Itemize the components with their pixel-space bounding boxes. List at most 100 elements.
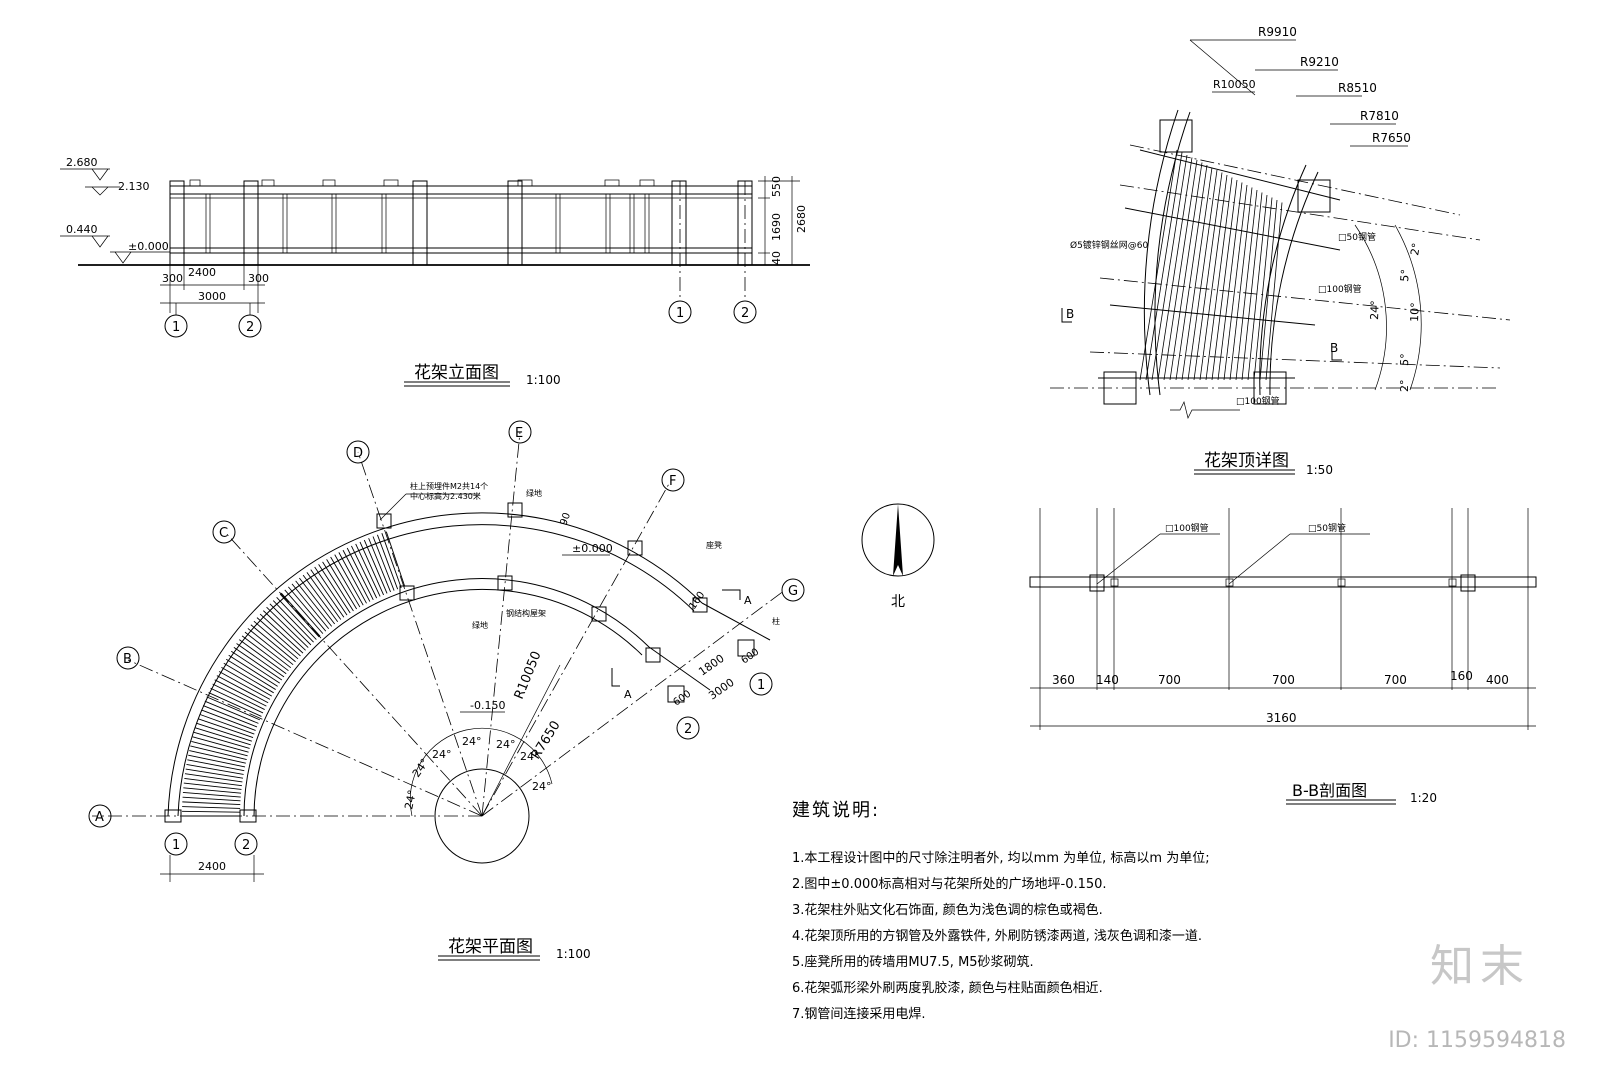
top-detail-tube100-label-a: □100钢管	[1318, 283, 1362, 295]
plan-angle-1: 24°	[402, 789, 419, 811]
plan-section-mark-2: A	[624, 688, 632, 701]
plan-dim-3000: 3000	[706, 676, 736, 703]
plan-section-mark-1: A	[744, 594, 752, 607]
top-detail-wire-label: Ø5镀锌钢丝网@60	[1070, 239, 1149, 251]
plan-label-roof: 钢结构屋架	[506, 608, 546, 618]
elevation-title: 花架立面图	[414, 363, 499, 383]
plan-embed-note-2: 中心标高为2.430米	[410, 491, 481, 501]
top-detail-tube100-label-b: □100钢管	[1236, 395, 1280, 407]
plan-angle-6: 24°	[520, 750, 540, 763]
plan-axis-E: E	[515, 426, 523, 441]
elevation-level-1: 2.680	[66, 156, 98, 169]
plan-view	[88, 420, 935, 961]
top-detail-radius-9210: R9210	[1300, 55, 1339, 69]
top-detail-radius-7810: R7810	[1360, 109, 1399, 123]
section-bb-dim-400: 400	[1486, 673, 1509, 687]
plan-angle-4: 24°	[462, 735, 482, 748]
notes-item: 1.本工程设计图中的尺寸除注明者外, 均以mm 为单位, 标高以m 为单位;	[792, 851, 1210, 866]
plan-label-bench: 座凳	[706, 540, 722, 550]
plan-axis-1: 1	[172, 838, 180, 853]
elevation-scale: 1:100	[526, 373, 561, 387]
notes-item: 7.钢管间连接采用电焊.	[792, 1007, 926, 1022]
plan-north-label: 北	[891, 594, 905, 610]
plan-axis-2b: 2	[684, 722, 692, 737]
watermark-logo: 知末	[1430, 941, 1530, 992]
top-detail-radius-8510: R8510	[1338, 81, 1377, 95]
top-detail-title: 花架顶详图	[1204, 451, 1289, 471]
section-bb-dim-140: 140	[1096, 673, 1119, 687]
elevation-level-3: 0.440	[66, 223, 98, 236]
notes-item: 3.花架柱外贴文化石饰面, 颜色为浅色调的棕色或褐色.	[792, 903, 1103, 918]
plan-dim-600b: 600	[671, 688, 693, 708]
section-bb-tube50-label: □50钢管	[1308, 522, 1346, 534]
plan-axis-F: F	[669, 474, 676, 489]
elevation-axis-1b: 1	[676, 306, 684, 321]
elevation-axis-2b: 2	[741, 306, 749, 321]
plan-dim-90: 90	[558, 511, 573, 527]
plan-label-green-2: 绿地	[472, 620, 488, 630]
plan-dim-160: 160	[687, 590, 707, 612]
top-detail-tube50-label: □50钢管	[1338, 231, 1376, 243]
plan-level-top: ±0.000	[572, 542, 613, 555]
section-bb-dim-160: 160	[1450, 669, 1473, 683]
watermark-id: ID: 1159594818	[1388, 1028, 1566, 1053]
plan-angle-7: 24°	[532, 780, 552, 793]
section-bb-dim-700c: 700	[1384, 673, 1407, 687]
elevation-dim-550: 550	[770, 176, 783, 197]
plan-axis-D: D	[353, 446, 363, 461]
plan-axis-B: B	[123, 652, 132, 667]
plan-scale: 1:100	[556, 947, 591, 961]
section-bb-dim-700b: 700	[1272, 673, 1295, 687]
plan-label-pillar: 柱	[772, 616, 780, 626]
plan-angle-2: 24°	[410, 756, 432, 779]
plan-title: 花架平面图	[448, 937, 533, 957]
section-bb-dim-total: 3160	[1266, 711, 1297, 725]
top-detail-angle-5: 5°	[1398, 353, 1411, 366]
top-detail-mesh	[1139, 149, 1283, 381]
top-detail-angle-3: 24°	[1368, 300, 1382, 320]
plan-level-bottom: -0.150	[470, 699, 505, 712]
top-detail-radius-9910: R9910	[1258, 25, 1297, 39]
elevation-axis-1: 1	[172, 320, 180, 335]
top-detail-angle-2: 5°	[1398, 269, 1412, 283]
elevation-dim-2400: 2400	[188, 266, 216, 279]
top-detail-angle-6: 2°	[1398, 380, 1411, 393]
top-detail-radius-10050: R10050	[1213, 78, 1256, 91]
top-detail-angle-4: 10°	[1408, 302, 1422, 322]
elevation-dim-40: 40	[770, 251, 783, 265]
plan-axis-G: G	[788, 584, 798, 599]
elevation-dim-1690: 1690	[770, 213, 783, 241]
plan-axis-1b: 1	[757, 678, 765, 693]
top-detail-section-b-1: B	[1066, 307, 1074, 321]
section-bb-scale: 1:20	[1410, 791, 1437, 805]
roof-wire-mesh	[182, 531, 406, 817]
elevation-dim-2680: 2680	[795, 205, 808, 233]
section-bb-dim-700a: 700	[1158, 673, 1181, 687]
top-detail-view	[1050, 39, 1511, 475]
plan-dim-1800: 1800	[696, 652, 726, 679]
notes-item: 4.花架顶所用的方钢管及外露铁件, 外刷防锈漆两道, 浅灰色调和漆一道.	[792, 929, 1203, 944]
top-detail-section-b-2: B	[1330, 341, 1338, 355]
plan-radius-inner: R7650	[529, 718, 564, 762]
notes-title: 建筑说明:	[792, 800, 881, 821]
plan-angle-5: 24°	[496, 738, 516, 751]
notes-item: 6.花架弧形梁外刷两度乳胶漆, 颜色与柱贴面颜色相近.	[792, 981, 1103, 996]
elevation-view	[60, 168, 810, 387]
elevation-dim-300-right: 300	[248, 272, 269, 285]
section-bb-title: B-B剖面图	[1292, 781, 1367, 800]
plan-dim-600a: 600	[739, 646, 761, 666]
plan-axis-2: 2	[242, 838, 250, 853]
elevation-dim-3000: 3000	[198, 290, 226, 303]
elevation-axis-2: 2	[246, 320, 254, 335]
plan-axis-A: A	[95, 810, 104, 825]
notes-item: 2.图中±0.000标高相对与花架所处的广场地坪-0.150.	[792, 877, 1107, 892]
plan-radius-outer: R10050	[512, 649, 545, 701]
plan-embed-note-1: 柱上预埋件M2共14个	[410, 481, 488, 491]
section-bb-dim-360: 360	[1052, 673, 1075, 687]
notes-item: 5.座凳所用的砖墙用MU7.5, M5砂浆砌筑.	[792, 955, 1034, 970]
top-detail-scale: 1:50	[1306, 463, 1333, 477]
design-notes: 建筑说明: 1.本工程设计图中的尺寸除注明者外, 均以mm 为单位, 标高以m …	[792, 796, 1212, 1028]
elevation-dim-300-left: 300	[162, 272, 183, 285]
elevation-level-2: 2.130	[118, 180, 150, 193]
